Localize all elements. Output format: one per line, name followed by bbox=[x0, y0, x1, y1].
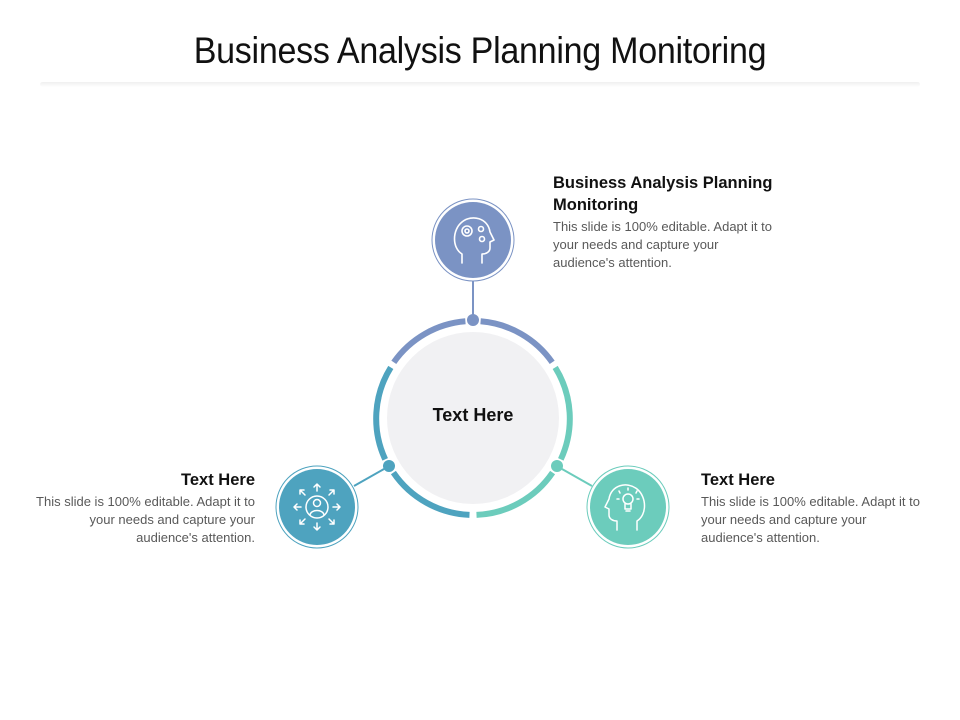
title-divider bbox=[40, 82, 920, 87]
block-heading: Business Analysis Planning Monitoring bbox=[553, 174, 773, 214]
node-top bbox=[431, 198, 515, 282]
node-right bbox=[586, 465, 670, 549]
block-body: This slide is 100% editable. Adapt it to… bbox=[701, 494, 920, 545]
connector-right bbox=[561, 468, 593, 487]
ring-arc-top-left bbox=[391, 318, 466, 365]
center-circle bbox=[387, 332, 559, 504]
ring-arc-left-upper bbox=[373, 365, 394, 461]
node-left bbox=[275, 465, 359, 549]
text-block-right: Text Here This slide is 100% editable. A… bbox=[701, 469, 926, 547]
connector-left bbox=[353, 468, 385, 487]
block-body: This slide is 100% editable. Adapt it to… bbox=[36, 494, 255, 545]
dot-right bbox=[551, 460, 563, 472]
block-body: This slide is 100% editable. Adapt it to… bbox=[553, 219, 772, 270]
ring-arc-top-right bbox=[480, 318, 555, 365]
ring-arc-left-lower bbox=[390, 470, 470, 518]
ring-arc-right-upper bbox=[552, 365, 573, 461]
head-gears-icon bbox=[453, 217, 495, 264]
text-block-top: Business Analysis Planning Monitoring Th… bbox=[553, 172, 778, 272]
page-title: Business Analysis Planning Monitoring bbox=[193, 30, 767, 71]
center-label: Text Here bbox=[432, 405, 514, 425]
dot-top bbox=[467, 314, 479, 326]
ring-arc-right-lower bbox=[476, 470, 556, 518]
dot-left bbox=[383, 460, 395, 472]
text-block-left: Text Here This slide is 100% editable. A… bbox=[30, 469, 255, 547]
block-heading: Text Here bbox=[181, 471, 255, 489]
head-lightbulb-icon bbox=[604, 484, 646, 531]
block-heading: Text Here bbox=[701, 471, 775, 489]
person-arrows-icon bbox=[293, 483, 341, 531]
